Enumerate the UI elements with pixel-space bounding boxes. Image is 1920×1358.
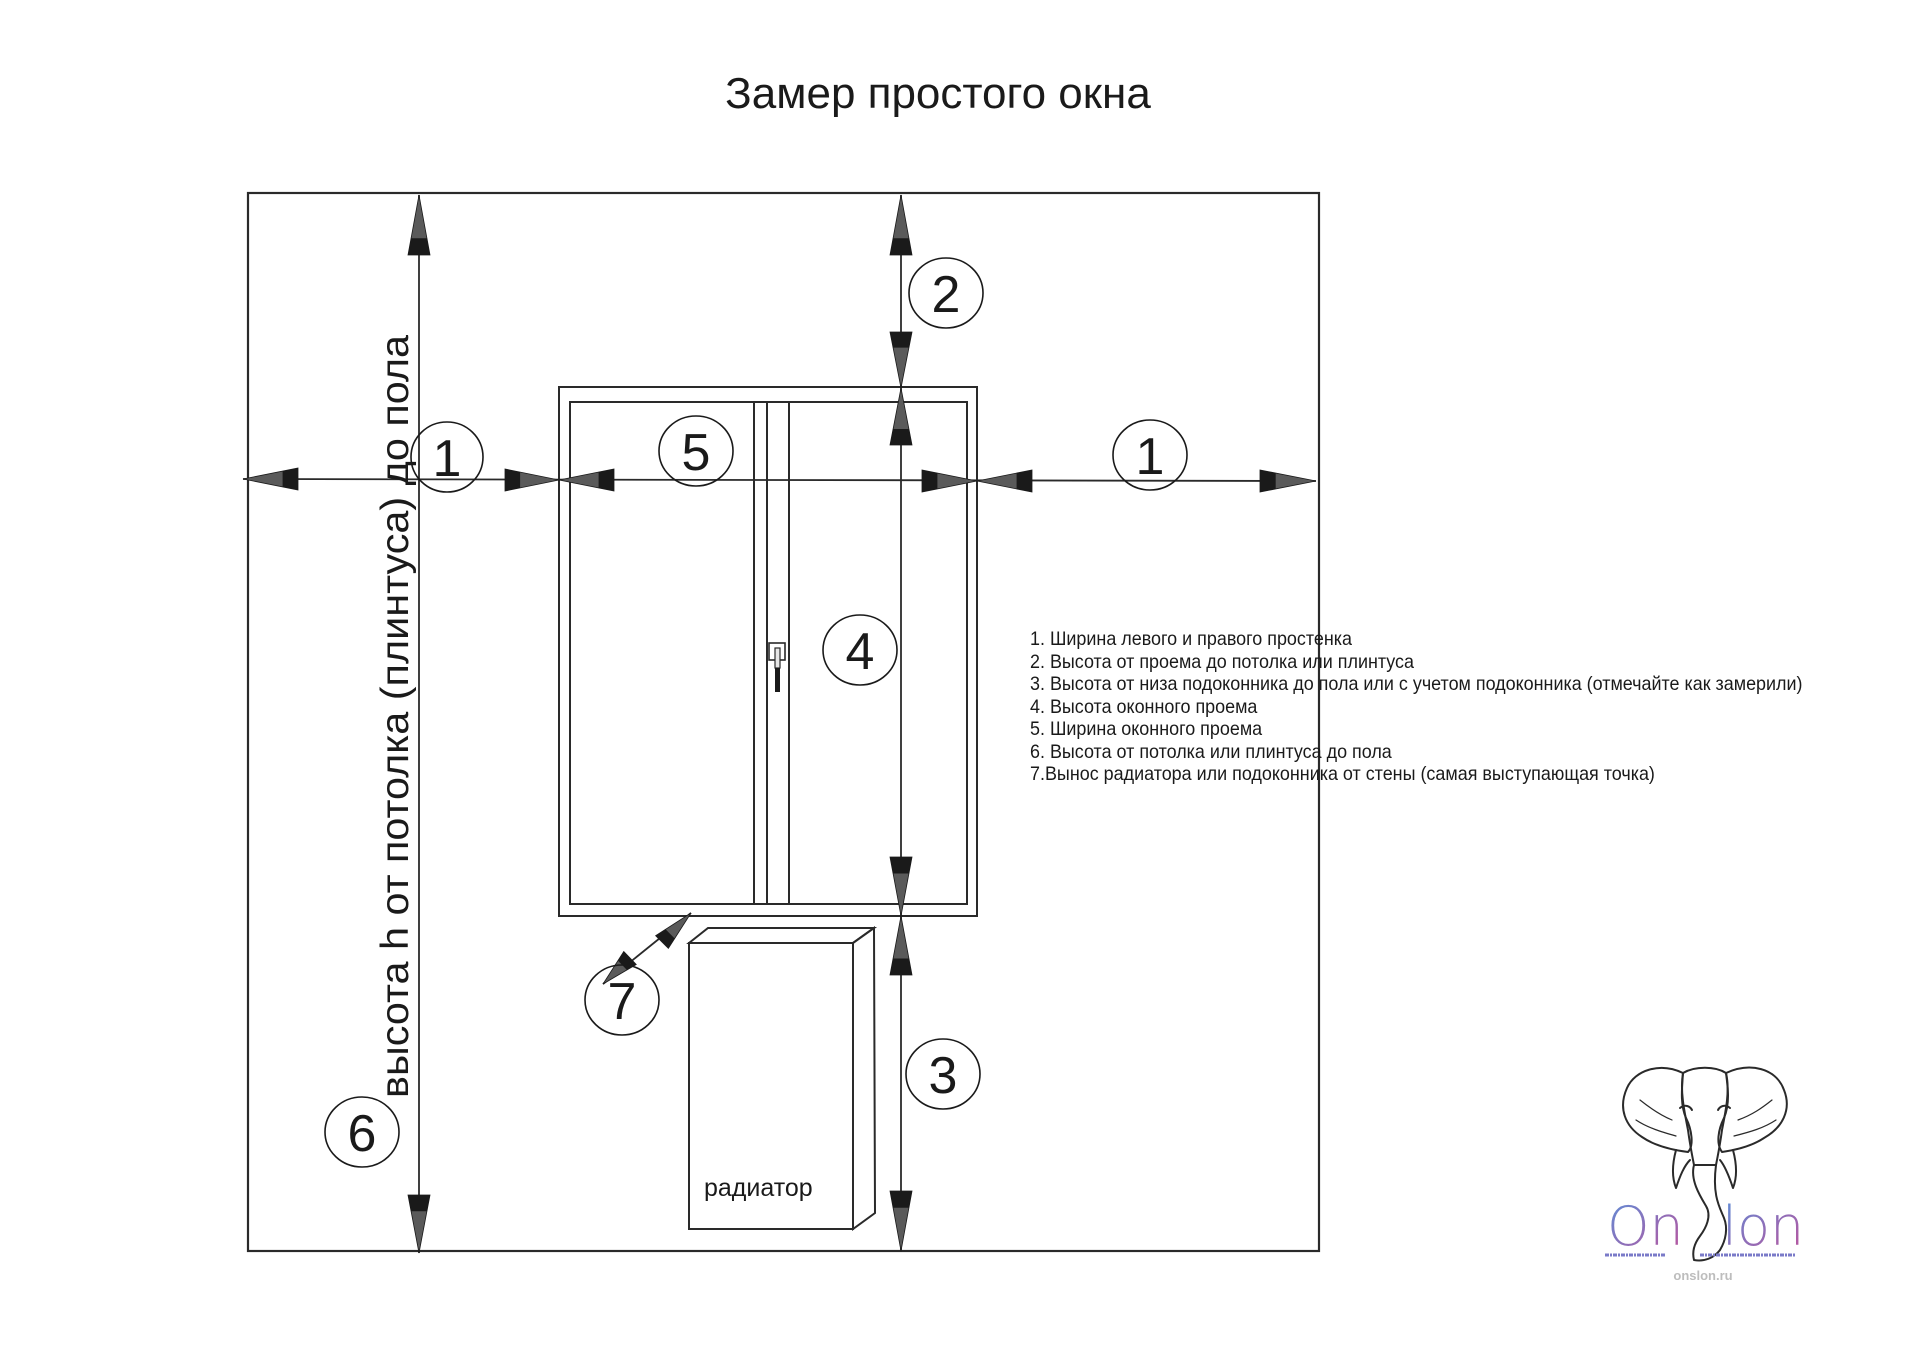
onslon-logo: On lon onslon.ru bbox=[1605, 1066, 1804, 1283]
legend-list: 1. Ширина левого и правого простенка 2. … bbox=[1030, 628, 1803, 786]
legend-item-3: 3. Высота от низа подоконника до пола ил… bbox=[1030, 673, 1803, 695]
arrow-2-top-shade bbox=[890, 238, 912, 255]
arrow-7-top-icon bbox=[655, 912, 692, 949]
elephant-icon bbox=[1622, 1066, 1788, 1262]
marker-3: 3 bbox=[905, 1038, 981, 1110]
radiator-side bbox=[852, 926, 877, 1231]
radiator: радиатор bbox=[686, 926, 878, 1231]
vertical-height-label: высота h от потолка (плинтуса) до пола bbox=[374, 335, 417, 1098]
legend-item-2: 2. Высота от проема до потолка или плинт… bbox=[1030, 650, 1415, 673]
legend-item-6: 6. Высота от потолка или плинтуса до пол… bbox=[1030, 740, 1392, 763]
marker-1-left-label: 1 bbox=[433, 430, 462, 488]
marker-4-label: 4 bbox=[846, 623, 875, 681]
marker-1-right-label: 1 bbox=[1136, 428, 1165, 486]
arrowheads bbox=[242, 194, 1317, 1254]
marker-1-right: 1 bbox=[1112, 419, 1188, 491]
marker-2-label: 2 bbox=[932, 266, 961, 324]
legend-item-4: 4. Высота оконного проема bbox=[1030, 695, 1258, 718]
marker-7-label: 7 bbox=[608, 973, 637, 1031]
marker-5-label: 5 bbox=[682, 424, 711, 482]
legend-item-5: 5. Ширина оконного проема bbox=[1030, 718, 1263, 740]
arrow-2-bottom-shade bbox=[890, 332, 912, 348]
marker-2: 2 bbox=[908, 257, 984, 329]
window bbox=[558, 386, 978, 917]
radiator-top bbox=[686, 927, 878, 944]
horizontal-dimension-line bbox=[242, 478, 1317, 482]
page-title: Замер простого окна bbox=[725, 69, 1151, 118]
arrow-1-left-inner-shade bbox=[505, 469, 521, 491]
window-inner-frame bbox=[569, 401, 968, 905]
window-handle-icon bbox=[768, 642, 786, 692]
logo-word-right: lon bbox=[1722, 1195, 1804, 1258]
window-outer-frame bbox=[558, 386, 978, 917]
arrow-3-bottom-shade bbox=[890, 1191, 912, 1208]
logo-word-left: On bbox=[1607, 1195, 1684, 1258]
radiator-label: радиатор bbox=[704, 1174, 813, 1202]
marker-1-left: 1 bbox=[410, 421, 484, 493]
arrow-4-top-shade bbox=[890, 429, 912, 445]
arrow-4-bottom-shade bbox=[890, 857, 912, 874]
marker-6-label: 6 bbox=[348, 1105, 377, 1163]
arrow-6-top-shade bbox=[408, 238, 430, 255]
marker-5: 5 bbox=[658, 415, 734, 487]
marker-4: 4 bbox=[822, 614, 898, 686]
marker-7: 7 bbox=[584, 964, 660, 1036]
logo-url: onslon.ru bbox=[1673, 1268, 1732, 1283]
arrow-7-top-shade bbox=[655, 929, 675, 949]
arrow-6-bottom-shade bbox=[408, 1195, 430, 1212]
legend-item-7: 7.Вынос радиатора или подоконника от сте… bbox=[1030, 763, 1655, 785]
arrow-3-top-shade bbox=[890, 958, 912, 975]
arrow-5-left-shade bbox=[598, 469, 614, 491]
marker-6: 6 bbox=[324, 1096, 400, 1168]
wall-outline bbox=[246, 191, 1321, 1253]
arrow-1-left-outer-shade bbox=[282, 468, 298, 490]
legend-item-1: 1. Ширина левого и правого простенка bbox=[1030, 628, 1352, 650]
arrow-5-right-shade bbox=[922, 470, 938, 492]
arrow-1-right-outer-shade bbox=[1260, 470, 1276, 492]
radiator-front bbox=[688, 942, 854, 1230]
arrow-1-right-inner-shade bbox=[1016, 470, 1032, 492]
marker-3-label: 3 bbox=[929, 1047, 958, 1105]
